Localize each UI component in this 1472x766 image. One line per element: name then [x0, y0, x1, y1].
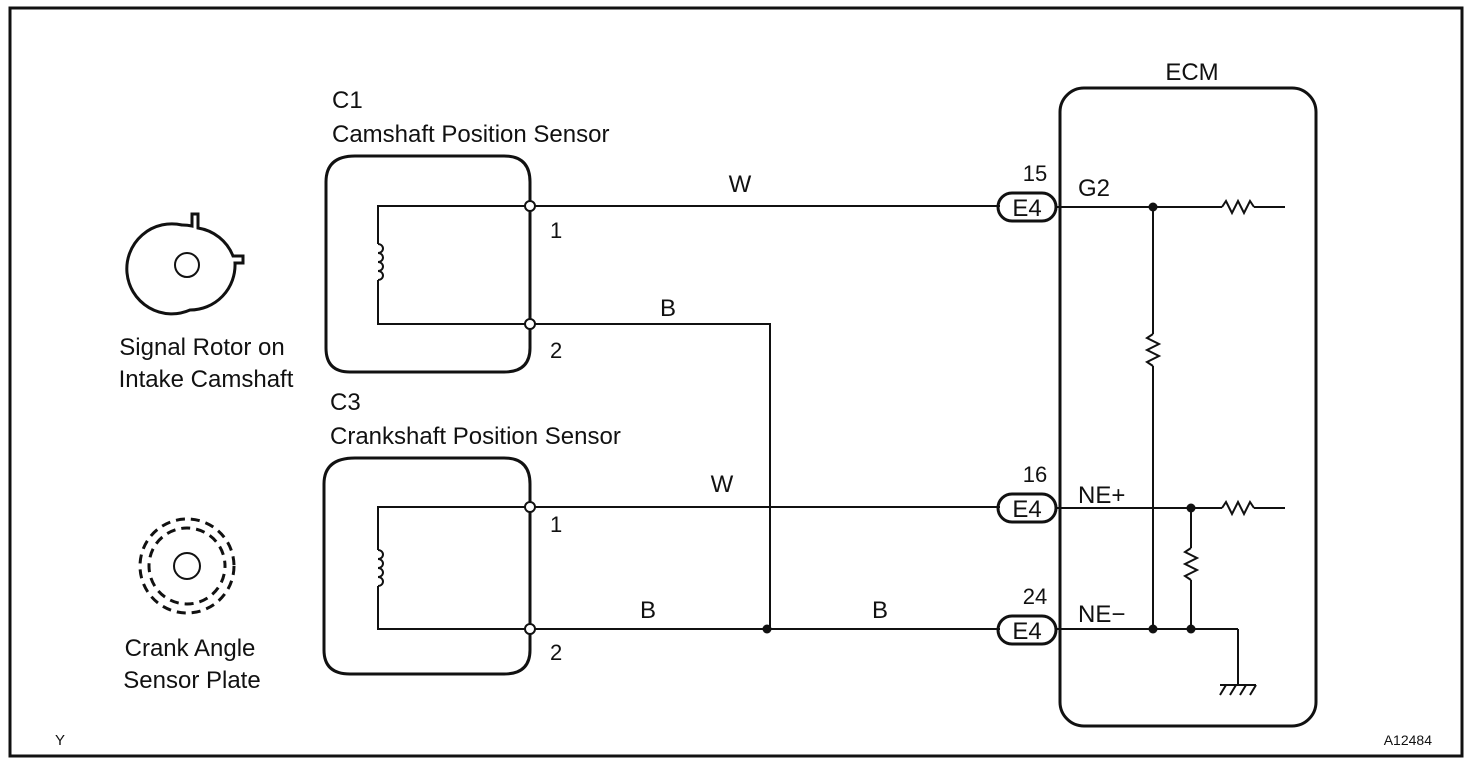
signal-rotor-icon	[125, 212, 245, 316]
cam-pin1-terminal	[524, 200, 536, 212]
corner-label-left: Y	[55, 732, 65, 749]
connector-ne-plus-terminal: NE+	[1078, 482, 1125, 509]
wire-crank-ground-left-label: B	[640, 597, 656, 624]
connector-ne-minus-name: E4	[1012, 618, 1041, 645]
cam-pin2-label: 2	[550, 338, 562, 363]
crank-plate-line2: Sensor Plate	[123, 667, 260, 694]
crank-sensor-name: Crankshaft Position Sensor	[330, 423, 621, 450]
ecm-box	[1058, 86, 1318, 728]
ecm-title: ECM	[1165, 59, 1218, 86]
diagram-frame	[8, 6, 1464, 758]
wires: W B W B B	[535, 171, 1000, 634]
connector-g2-terminal: G2	[1078, 175, 1110, 202]
cam-pin2-terminal	[524, 318, 536, 330]
splice-point	[762, 624, 772, 634]
resistor-g2-icon	[1221, 198, 1255, 216]
connector-ne-plus-name: E4	[1012, 496, 1041, 523]
camshaft-sensor: C1 Camshaft Position Sensor 1 2	[324, 87, 609, 374]
connector-g2: E4 15 G2	[996, 161, 1110, 223]
crank-pin1-label: 1	[550, 512, 562, 537]
cam-rotor-line1: Signal Rotor on	[119, 334, 284, 361]
ecm-internal-circuit	[1056, 198, 1285, 696]
figure-code: A12484	[1384, 732, 1432, 748]
cam-sensor-name: Camshaft Position Sensor	[332, 121, 609, 148]
wire-crank-signal-label: W	[711, 471, 734, 498]
crank-coil-icon	[377, 549, 384, 587]
crank-plate-line1: Crank Angle	[125, 635, 256, 662]
wire-crank-ground-right-label: B	[872, 597, 888, 624]
wire-cam-ground-label: B	[660, 295, 676, 322]
resistor-ne-plus-icon	[1221, 499, 1255, 517]
cam-sensor-code: C1	[332, 87, 363, 114]
crankshaft-sensor: C3 Crankshaft Position Sensor 1 2	[322, 389, 621, 676]
ground-icon	[1219, 684, 1257, 696]
connector-ne-minus-pin: 24	[1023, 584, 1047, 609]
wire-cam-signal-label: W	[729, 171, 752, 198]
crank-pin2-label: 2	[550, 640, 562, 665]
cam-rotor-line2: Intake Camshaft	[119, 366, 294, 393]
resistor-ne-bias-icon	[1182, 547, 1200, 581]
cam-sensor-coil-loop	[377, 205, 530, 325]
crank-angle-plate-icon	[138, 517, 236, 615]
connector-g2-pin: 15	[1023, 161, 1047, 186]
connector-ne-minus-terminal: NE−	[1078, 601, 1125, 628]
crank-sensor-body	[322, 456, 532, 676]
wire-cam-ground	[535, 323, 771, 629]
crank-sensor-code: C3	[330, 389, 361, 416]
crank-pin1-terminal	[524, 501, 536, 513]
cam-coil-icon	[377, 243, 384, 281]
crank-pin2-terminal	[524, 623, 536, 635]
cam-pin1-label: 1	[550, 218, 562, 243]
crank-sensor-coil-loop	[377, 506, 530, 630]
connector-ne-plus-pin: 16	[1023, 462, 1047, 487]
connector-g2-name: E4	[1012, 195, 1041, 222]
connector-ne-plus: E4 16 NE+	[996, 462, 1125, 524]
connector-ne-minus: E4 24 NE−	[996, 584, 1125, 646]
resistor-g2-bias-icon	[1144, 333, 1162, 367]
cam-sensor-body	[324, 154, 532, 374]
